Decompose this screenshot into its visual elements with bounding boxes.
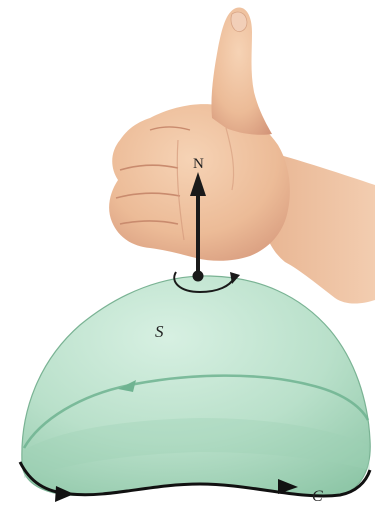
thumbs-up-hand-icon <box>109 8 375 304</box>
thumbnail <box>231 12 247 32</box>
curve-label: C <box>312 488 323 505</box>
normal-label: N <box>193 156 204 172</box>
normal-base-dot <box>193 271 204 282</box>
surface-label: S <box>155 322 164 341</box>
surface-dome <box>22 276 370 496</box>
